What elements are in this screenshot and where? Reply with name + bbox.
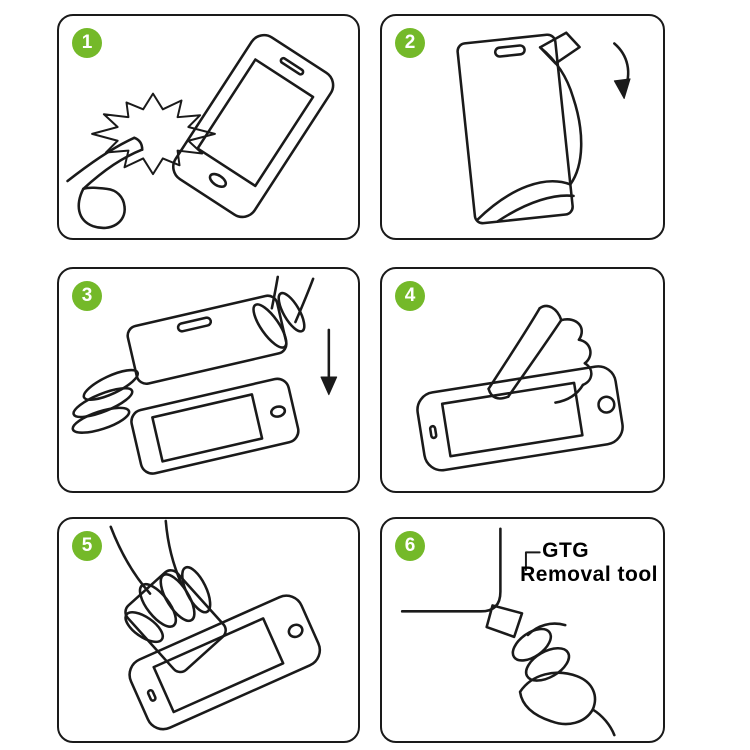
curved-down-arrow-icon bbox=[613, 42, 631, 100]
step-6-number-badge: 6 bbox=[395, 531, 425, 561]
right-hand-icon bbox=[252, 275, 315, 349]
cleaning-cloth-icon bbox=[91, 92, 216, 176]
pressing-finger-icon bbox=[487, 304, 593, 404]
step-panel-1: 1 bbox=[57, 14, 360, 240]
step-number: 1 bbox=[81, 32, 93, 53]
peeling-film-icon bbox=[475, 46, 583, 222]
step-panel-4: 4 bbox=[380, 267, 665, 493]
step-3-number-badge: 3 bbox=[72, 281, 102, 311]
removal-tool-caption-line2: Removal tool bbox=[520, 563, 658, 587]
step-5-number-badge: 5 bbox=[72, 531, 102, 561]
step-number: 6 bbox=[404, 535, 416, 556]
removal-tool-icon bbox=[485, 604, 524, 639]
press-screen-center-illustration bbox=[416, 304, 624, 472]
film-fold-flap bbox=[538, 31, 581, 65]
pinching-hand-icon bbox=[511, 622, 616, 737]
phone-outline bbox=[172, 33, 335, 219]
step-panel-2: 2 bbox=[380, 14, 665, 240]
phone-outline bbox=[416, 365, 624, 472]
step-number: 2 bbox=[404, 32, 416, 53]
step-number: 5 bbox=[81, 535, 93, 556]
removal-tool-caption: GTG Removal tool bbox=[520, 539, 658, 587]
step-number: 4 bbox=[404, 285, 416, 306]
wipe-phone-with-cloth-illustration bbox=[66, 33, 335, 230]
step-4-number-badge: 4 bbox=[395, 281, 425, 311]
step-2-number-badge: 2 bbox=[395, 28, 425, 58]
glass-protector-outline bbox=[456, 31, 583, 225]
step-panel-6: 6 GTG Removal tool bbox=[380, 517, 665, 743]
hand-icon bbox=[66, 136, 144, 230]
glass-protector-outline bbox=[126, 294, 288, 385]
caption-pointer-line bbox=[524, 551, 541, 572]
smooth-film-with-card-illustration bbox=[109, 519, 322, 731]
phone-outline bbox=[130, 377, 300, 475]
down-arrow-icon bbox=[320, 328, 338, 396]
peeling-film-edge bbox=[495, 194, 575, 223]
phone-outline bbox=[128, 594, 322, 731]
align-glass-over-phone-illustration bbox=[71, 275, 338, 475]
step-panel-5: 5 bbox=[57, 517, 360, 743]
peel-protective-film-illustration bbox=[456, 31, 631, 225]
step-1-number-badge: 1 bbox=[72, 28, 102, 58]
left-hand-icon bbox=[71, 368, 140, 434]
step-panel-3: 3 bbox=[57, 267, 360, 493]
step-number: 3 bbox=[81, 285, 93, 306]
hand-icon bbox=[109, 519, 212, 644]
corner-removal-tool-illustration bbox=[400, 527, 616, 737]
removal-tool-caption-line1: GTG bbox=[542, 539, 590, 562]
